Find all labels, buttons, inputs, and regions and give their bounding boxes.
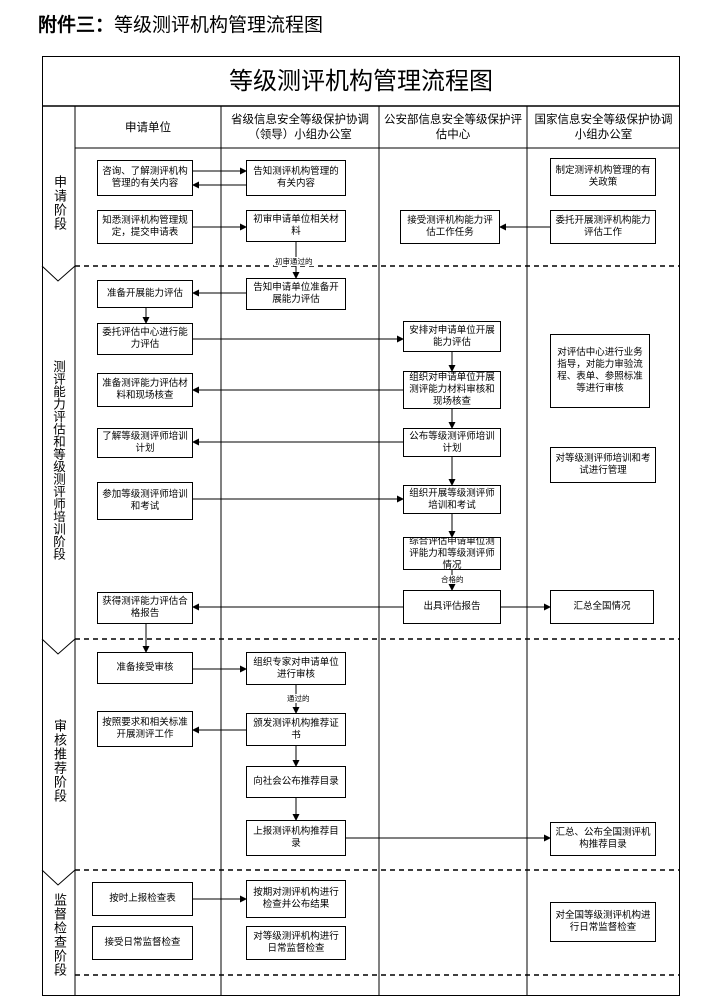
flow-box: 公布等级测评师培训计划: [403, 428, 501, 457]
arrow-note: 合格的: [440, 575, 465, 584]
arrow-note: 初审通过的: [274, 257, 314, 266]
flow-box: 告知测评机构管理的有关内容: [246, 160, 346, 196]
flowchart-title: 等级测评机构管理流程图: [229, 67, 493, 95]
column-header-provincial-office: 省级信息安全等级保护协调（领导）小组办公室: [231, 112, 369, 141]
flow-box: 向社会公布推荐目录: [246, 766, 346, 798]
flowchart-frame: [42, 56, 680, 996]
flow-box: 出具评估报告: [403, 590, 501, 624]
phase-label-review: 审核推荐阶段: [51, 718, 66, 803]
flow-box: 对等级测评机构进行日常监督检查: [246, 926, 346, 960]
flow-box: 按期对测评机构进行检查并公布结果: [246, 880, 346, 918]
flow-box: 准备测评能力评估材料和现场核查: [97, 373, 193, 407]
column-header-applicant: 申请单位: [125, 119, 171, 134]
flow-box: 获得测评能力评估合格报告: [97, 592, 193, 624]
flow-box: 按照要求和相关标准开展测评工作: [97, 711, 193, 747]
arrow-note: 通过的: [286, 694, 311, 703]
flow-box: 安排对申请单位开展能力评估: [403, 321, 501, 352]
flow-box: 对等级测评师培训和考试进行管理: [550, 447, 656, 483]
phase-label-evaluation: 测评能力评估和等级测评师培训阶段: [51, 360, 66, 560]
flow-box: 委托评估中心进行能力评估: [97, 323, 193, 355]
flow-box: 了解等级测评师培训计划: [97, 428, 193, 458]
flow-box: 准备开展能力评估: [97, 280, 193, 308]
flow-box: 对评估中心进行业务指导，对能力审验流程、表单、参照标准等进行审核: [550, 334, 650, 408]
heading-text: 等级测评机构管理流程图: [114, 14, 324, 36]
flow-box: 准备接受审核: [97, 652, 193, 684]
flow-box: 汇总、公布全国测评机构推荐目录: [550, 822, 656, 856]
flow-box: 颁发测评机构推荐证书: [246, 713, 346, 746]
flow-box: 知悉测评机构管理规定，提交申请表: [97, 210, 193, 244]
flow-box: 综合评估申请单位测评能力和等级测评师情况: [403, 537, 501, 570]
flow-box: 上报测评机构推荐目录: [246, 820, 346, 856]
flow-box: 组织专家对申请单位进行审核: [246, 652, 346, 685]
column-header-evaluation-center: 公安部信息安全等级保护评估中心: [384, 112, 522, 141]
flow-box: 咨询、了解测评机构管理的有关内容: [97, 160, 193, 196]
flow-box: 委托开展测评机构能力评估工作: [550, 210, 656, 244]
flow-box: 汇总全国情况: [550, 590, 654, 624]
flow-box: 组织开展等级测评师培训和考试: [403, 485, 501, 514]
flow-box: 对全国等级测评机构进行日常监督检查: [550, 902, 656, 942]
page-heading: 附件三：等级测评机构管理流程图: [38, 10, 323, 37]
flow-box: 参加等级测评师培训和考试: [97, 482, 193, 520]
flow-box: 按时上报检查表: [92, 882, 193, 916]
flow-box: 接受日常监督检查: [92, 926, 193, 960]
column-header-national-office: 国家信息安全等级保护协调小组办公室: [534, 112, 673, 141]
flow-box: 组织对申请单位开展测评能力材料审核和现场核查: [403, 371, 501, 409]
flow-box: 接受测评机构能力评估工作任务: [400, 210, 500, 244]
phase-label-application: 申请阶段: [51, 175, 66, 231]
flow-box: 告知申请单位准备开展能力评估: [246, 278, 346, 310]
heading-prefix: 附件三：: [38, 14, 115, 36]
flow-box: 制定测评机构管理的有关政策: [550, 158, 656, 196]
phase-label-supervision: 监督检查阶段: [51, 893, 66, 977]
flow-box: 初审申请单位相关材料: [246, 210, 346, 242]
